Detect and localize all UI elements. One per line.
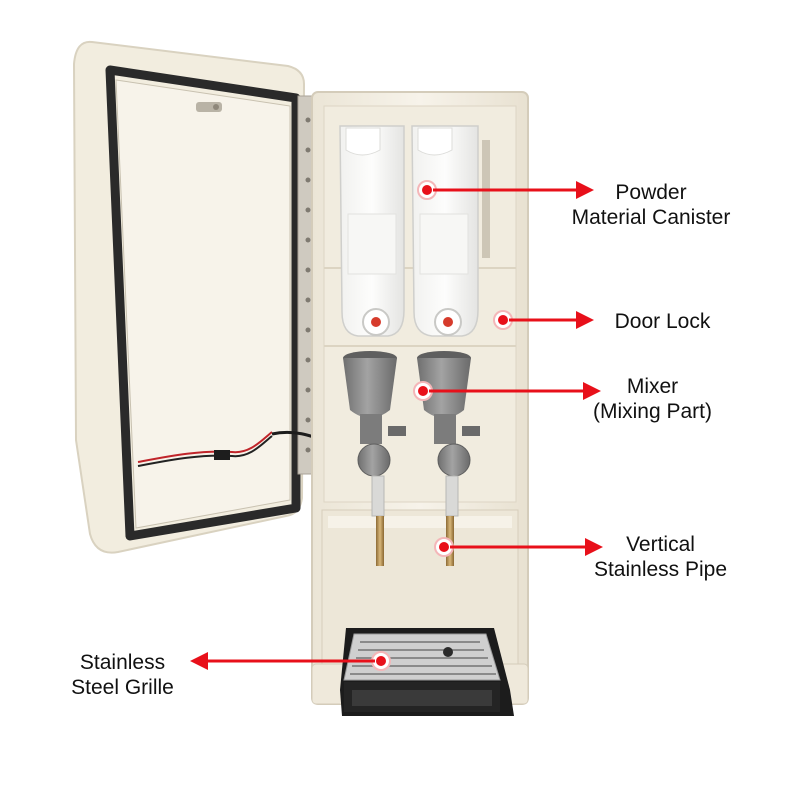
callout-dot-icon	[422, 185, 432, 195]
label-powder-material-canister: Powder Material Canister	[556, 180, 746, 230]
label-mixer: Mixer (Mixing Part)	[570, 374, 735, 424]
arrow-head-icon	[585, 538, 603, 556]
callout-mixer	[413, 381, 601, 401]
label-line: Material Canister	[571, 206, 731, 229]
callouts	[190, 180, 603, 671]
machine-photo	[72, 40, 529, 716]
label-line: Steel Grille	[71, 676, 174, 699]
callout-dot-icon	[418, 386, 428, 396]
powder-canisters	[339, 125, 490, 337]
label-line: Stainless	[79, 651, 166, 674]
arrow-head-icon	[583, 382, 601, 400]
callout-powder	[417, 180, 594, 200]
label-line: Vertical	[626, 533, 695, 556]
label-line: (Mixing Part)	[592, 400, 713, 423]
open-door	[72, 40, 355, 554]
callout-dot-icon	[376, 656, 386, 666]
callout-pipe	[434, 537, 603, 557]
callout-dot-icon	[498, 315, 508, 325]
label-line: Door Lock	[614, 310, 711, 333]
label-line: Powder	[615, 181, 687, 204]
mixers	[343, 351, 480, 517]
drip-tray	[340, 628, 514, 716]
callout-grille	[190, 651, 391, 671]
arrow-head-icon	[576, 181, 594, 199]
label-stainless-steel-grille: Stainless Steel Grille	[50, 650, 195, 700]
label-line: Mixer	[626, 375, 679, 398]
label-door-lock: Door Lock	[600, 309, 725, 334]
callout-dot-icon	[439, 542, 449, 552]
label-vertical-stainless-pipe: Vertical Stainless Pipe	[578, 532, 743, 582]
arrow-head-icon	[190, 652, 208, 670]
arrow-head-icon	[576, 311, 594, 329]
label-line: Stainless Pipe	[593, 558, 728, 581]
callout-door-lock	[493, 310, 594, 330]
